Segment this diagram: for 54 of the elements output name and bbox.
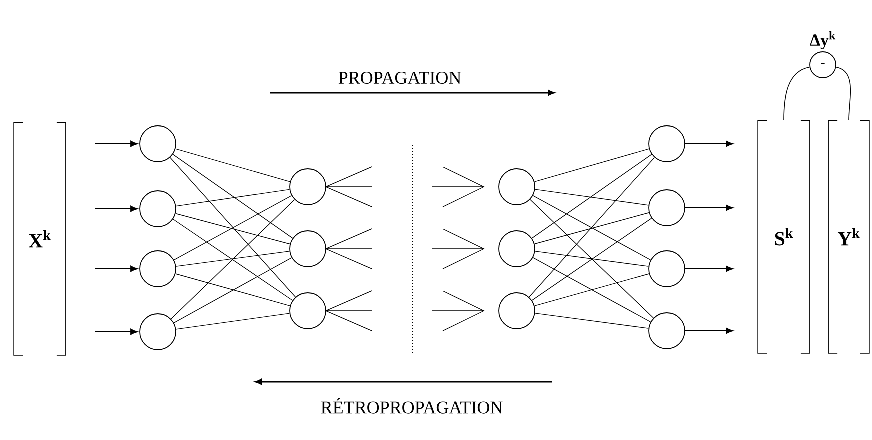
- neuron-circle: [498, 230, 536, 268]
- vector-bracket: Y$^{k}$: [828, 120, 870, 354]
- connection-line: [534, 148, 650, 182]
- direction-label: PROPAGATION: [338, 72, 462, 84]
- neuron-circle: [290, 230, 326, 268]
- neuron-circle: [648, 126, 686, 162]
- direction-label: RÉTROPROPAGATION: [321, 398, 503, 414]
- output-arrow: [685, 266, 734, 272]
- connection-line: [170, 199, 296, 320]
- connection-line: [532, 258, 652, 323]
- connection-line: [532, 218, 652, 301]
- connection-line: [175, 213, 291, 245]
- arc-connector: [836, 66, 852, 121]
- neuron-circle: [498, 168, 536, 206]
- error-label: Δy$^{k}$: [810, 31, 836, 50]
- vector-bracket: S$^{k}$: [758, 120, 810, 354]
- connection-line: [175, 274, 291, 306]
- connection-line: [175, 148, 291, 182]
- connection-line: [176, 189, 290, 207]
- connection-line: [174, 258, 292, 324]
- connection-line: [170, 157, 296, 298]
- input-arrow: [95, 140, 138, 148]
- connection-line: [534, 274, 650, 306]
- output-arrow: [685, 328, 734, 334]
- connection-line: [172, 219, 294, 301]
- neuron-circle: [290, 168, 326, 206]
- neuron-circle: [140, 250, 176, 288]
- output-arrow: [685, 140, 734, 148]
- connection-line: [534, 212, 650, 244]
- arc-connector: [784, 66, 810, 121]
- input-arrow: [95, 206, 138, 212]
- connection-line: [534, 313, 650, 329]
- connection-line: [532, 154, 652, 239]
- neuron-circle: [140, 314, 176, 350]
- vector-bracket: X$^{k}$: [14, 122, 66, 356]
- output-arrow: [685, 204, 734, 212]
- neuron-circle: [498, 292, 536, 330]
- connection-line: [528, 157, 656, 298]
- connection-line: [534, 189, 650, 206]
- neuron-circle: [648, 312, 686, 350]
- input-arrow: [95, 266, 138, 272]
- neuron-circle: [290, 292, 326, 330]
- neuron-circle: [648, 250, 686, 288]
- neuron-circle: [140, 190, 176, 228]
- neuron-circle: [648, 190, 686, 226]
- connection-line: [172, 154, 294, 239]
- connection-line: [530, 199, 654, 319]
- neuron-circle: [140, 126, 176, 162]
- connection-line: [534, 251, 650, 267]
- connection-line: [174, 196, 292, 260]
- connection-line: [176, 313, 290, 330]
- input-arrow: [95, 328, 138, 336]
- connection-line: [176, 251, 290, 267]
- connection-line: [532, 196, 652, 260]
